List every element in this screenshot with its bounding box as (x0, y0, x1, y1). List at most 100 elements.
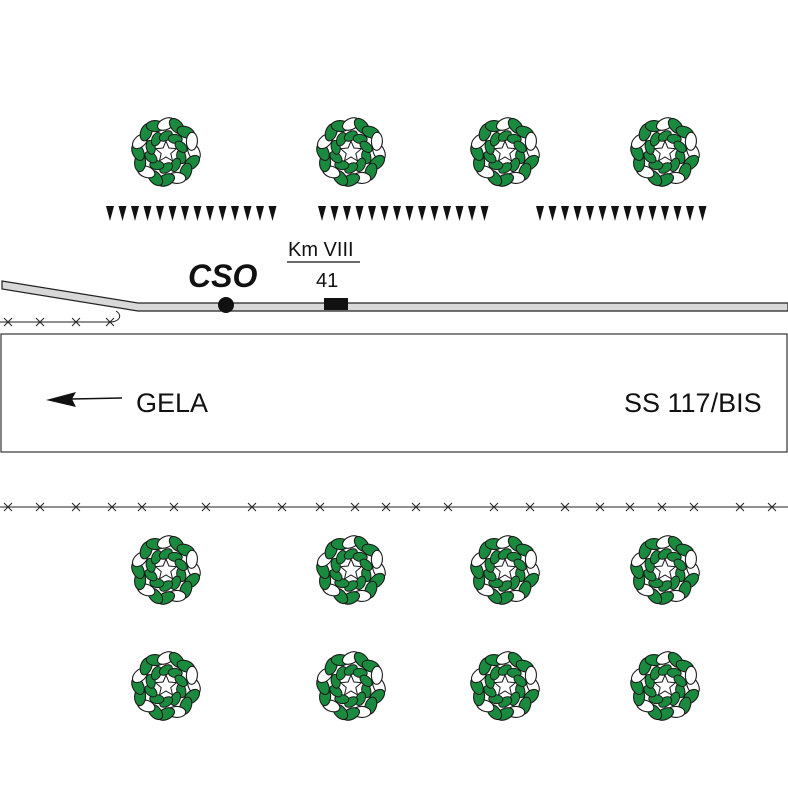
fence-barb-icon (169, 502, 179, 512)
grass-tuft-icon (686, 206, 694, 221)
grass-tuft-icon (418, 206, 426, 221)
tree-icon (630, 651, 700, 721)
fence-barb-icon (595, 502, 605, 512)
grass-tuft-icon (673, 206, 682, 221)
km-label: Km VIII (288, 239, 354, 261)
fence-barb-icon (735, 502, 745, 512)
grass-tuft-icon (480, 206, 489, 221)
fence-barb-icon (247, 502, 257, 512)
grass-tuft-icon (368, 206, 376, 221)
tree-icon (630, 117, 700, 187)
tree-row-middle (131, 535, 700, 605)
fence-barb-icon (277, 502, 287, 512)
arrow-left-icon (46, 392, 123, 407)
fence-long (0, 502, 788, 512)
fence-barb-icon (71, 502, 81, 512)
fence-barb-icon (35, 317, 45, 327)
grass-tuft-icon (648, 206, 657, 221)
fence-barb-icon (350, 502, 360, 512)
grass-tuft-icon (443, 206, 451, 221)
grass-tuft-icon (118, 206, 127, 221)
grass-tuft-icon (598, 206, 607, 221)
grass-tuft-icon (168, 206, 177, 221)
grass-tuft-icon (256, 206, 264, 221)
tree-icon (470, 651, 540, 721)
fence-barb-icon (689, 502, 699, 512)
grass-tuft-icon (536, 206, 544, 221)
rail-line (1, 280, 788, 312)
grass-tuft-icon (156, 206, 164, 221)
grass-tuft-icon (430, 206, 439, 221)
grass-rows (106, 206, 707, 221)
grass-tuft-icon (106, 206, 114, 221)
milepost-marker (324, 298, 348, 310)
grass-tuft-icon (343, 206, 351, 221)
tree-icon (131, 117, 201, 187)
fence-barb-icon (625, 502, 635, 512)
grass-tuft-row (318, 206, 489, 221)
grass-tuft-icon (468, 206, 476, 221)
grass-tuft-icon (330, 206, 339, 221)
tree-icon (630, 535, 700, 605)
station-dot (218, 297, 234, 313)
direction-label: GELA (136, 388, 208, 418)
fence-barb-icon (560, 502, 570, 512)
tree-row-bottom (131, 651, 700, 721)
grass-tuft-icon (611, 206, 619, 221)
tree-icon (470, 117, 540, 187)
grass-tuft-icon (698, 206, 707, 221)
grass-tuft-icon (231, 206, 239, 221)
grass-tuft-icon (181, 206, 189, 221)
grass-tuft-icon (661, 206, 669, 221)
grass-tuft-row (106, 206, 277, 221)
grass-tuft-icon (573, 206, 582, 221)
tree-icon (316, 651, 386, 721)
fence-barb-icon (35, 502, 45, 512)
grass-tuft-icon (586, 206, 594, 221)
grass-tuft-icon (218, 206, 227, 221)
grass-tuft-icon (143, 206, 152, 221)
fence-barb-icon (3, 502, 13, 512)
grass-tuft-icon (561, 206, 569, 221)
station-label: CSO (188, 258, 257, 294)
grass-tuft-icon (548, 206, 557, 221)
fence-barb-icon (443, 502, 453, 512)
grass-tuft-icon (193, 206, 202, 221)
tree-icon (316, 535, 386, 605)
grass-tuft-icon (318, 206, 326, 221)
fence-barb-icon (3, 317, 13, 327)
fence-barb-icon (767, 502, 777, 512)
grass-tuft-icon (355, 206, 364, 221)
fence-barb-icon (381, 502, 391, 512)
fence-barb-icon (489, 502, 499, 512)
tree-icon (131, 535, 201, 605)
rail-band (1, 280, 788, 312)
grass-tuft-icon (268, 206, 277, 221)
fence-short (0, 317, 115, 327)
road-box (0, 333, 788, 453)
grass-tuft-icon (405, 206, 414, 221)
grass-tuft-icon (131, 206, 139, 221)
grass-tuft-icon (623, 206, 632, 221)
grass-tuft-icon (393, 206, 401, 221)
fence-barb-icon (315, 502, 325, 512)
tree-icon (470, 535, 540, 605)
fence-barb-icon (107, 502, 117, 512)
km-number: 41 (316, 270, 338, 292)
fence-barb-icon (411, 502, 421, 512)
fence-barb-icon (525, 502, 535, 512)
fence-barb-icon (71, 317, 81, 327)
fence-end-curve (107, 310, 121, 323)
grass-tuft-icon (380, 206, 389, 221)
grass-tuft-icon (206, 206, 214, 221)
grass-tuft-icon (243, 206, 252, 221)
tree-icon (131, 651, 201, 721)
tree-row-top (131, 117, 700, 187)
grass-tuft-icon (455, 206, 464, 221)
fence-barb-icon (137, 502, 147, 512)
grass-tuft-icon (636, 206, 644, 221)
road-label: SS 117/BIS (624, 388, 762, 418)
fence-barb-icon (201, 502, 211, 512)
